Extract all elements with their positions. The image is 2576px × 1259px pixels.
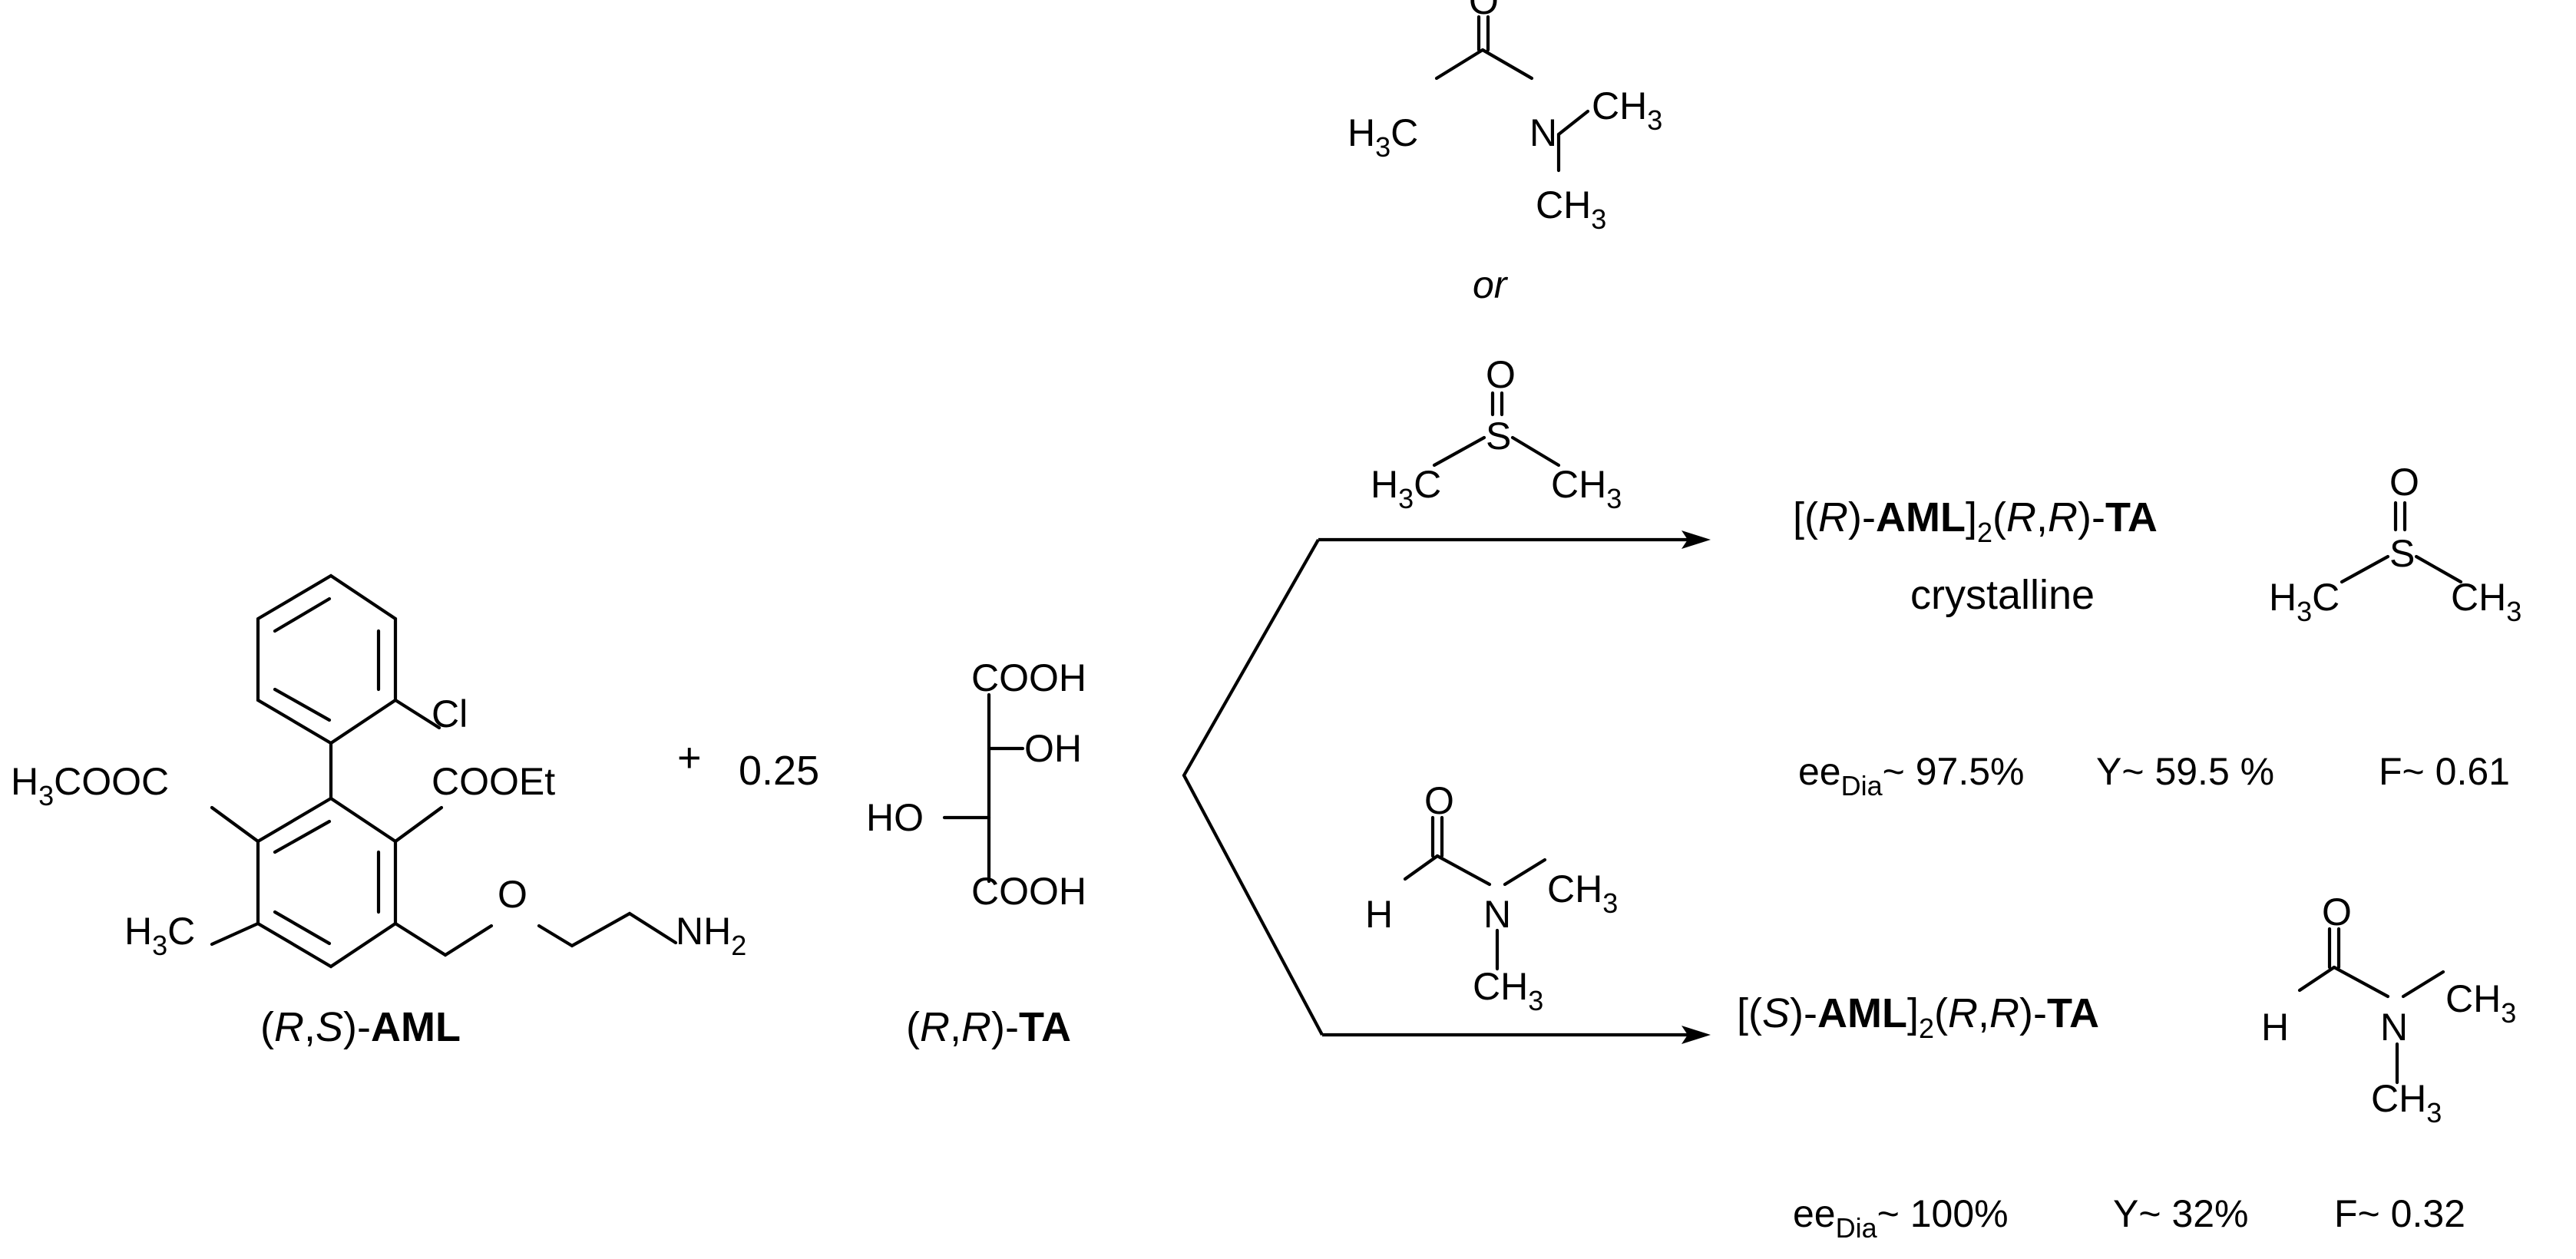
- dmf-oxygen: O: [1424, 779, 1454, 822]
- product-top-solvate-methyl-right: CH3: [2451, 576, 2521, 627]
- dmso-sulfur: S: [1486, 415, 1511, 458]
- left-ester-label: H3COOC: [11, 760, 169, 811]
- product-bottom-solvate-methyl-bottom: CH3: [2371, 1077, 2442, 1128]
- dmf-reagent-structure: O H N CH3 CH3: [1365, 779, 1618, 1016]
- product-bottom-ee: eeDia~ 100%: [1793, 1192, 2009, 1244]
- tartaric-cooh-top: COOH: [971, 656, 1086, 699]
- product-top-formula: [(R)-AML]2(R,R)-TA: [1793, 494, 2158, 548]
- dmf-methyl-bottom: CH3: [1473, 965, 1543, 1016]
- amine-label: NH2: [676, 910, 746, 961]
- product-top-solvate-methyl-left: H3C: [2269, 576, 2340, 627]
- product-bottom-solvate-hydrogen: H: [2261, 1006, 2289, 1049]
- tartaric-cooh-bottom: COOH: [971, 870, 1086, 913]
- product-bottom-solvate-nitrogen: N: [2380, 1006, 2408, 1049]
- product-bottom-formula: [(S)-AML]2(R,R)-TA: [1737, 990, 2099, 1044]
- product-top: [(R)-AML]2(R,R)-TA crystalline O S H3C C…: [1793, 461, 2521, 801]
- product-top-solvate-sulfur: S: [2389, 532, 2415, 575]
- dma-methyl-right: CH3: [1592, 84, 1662, 136]
- equivalents-label: 0.25: [739, 748, 819, 794]
- or-label: or: [1473, 263, 1509, 306]
- dma-methyl-bottom: CH3: [1536, 183, 1606, 235]
- tartaric-ho-label: HO: [866, 796, 924, 839]
- lower-arrowhead: [1682, 1026, 1711, 1044]
- plus-sign: +: [677, 735, 702, 781]
- product-bottom-f: F~ 0.32: [2334, 1192, 2465, 1235]
- right-ester-label: COOEt: [432, 760, 555, 803]
- dmf-nitrogen: N: [1483, 893, 1511, 936]
- product-bottom-solvate-methyl-right: CH3: [2445, 977, 2516, 1029]
- product-bottom: [(S)-AML]2(R,R)-TA O H N CH3 CH3 eeDia~ …: [1737, 891, 2516, 1244]
- product-top-solvate-oxygen: O: [2389, 461, 2419, 504]
- amlodipine-name: (R,S)-AML: [260, 1004, 461, 1050]
- product-bottom-solvate-oxygen: O: [2322, 891, 2352, 934]
- product-top-state: crystalline: [1910, 572, 2095, 618]
- amlodipine-structure: Cl H3COOC COOEt H3C O NH2 (R,S)-AML: [11, 573, 746, 1050]
- tartaric-acid-structure: COOH OH HO COOH (R,R)-TA: [866, 656, 1086, 1050]
- ether-chain-1: [393, 921, 494, 957]
- ether-oxygen-label: O: [498, 873, 527, 916]
- dmso-oxygen: O: [1486, 353, 1516, 396]
- right-ester-bond: [393, 805, 444, 844]
- dma-structure: O H3C N CH3 CH3: [1348, 0, 1662, 235]
- product-top-yield: Y~ 59.5 %: [2096, 750, 2274, 793]
- left-ester-bond: [210, 805, 260, 844]
- branch-line: [1182, 538, 1324, 1036]
- methyl-bond: [210, 921, 260, 947]
- product-top-ee: eeDia~ 97.5%: [1798, 750, 2025, 801]
- dma-c-n-bond: [1480, 48, 1534, 81]
- dmso-methyl-left: H3C: [1371, 463, 1441, 514]
- chlorine-label: Cl: [432, 692, 468, 735]
- reaction-arrows: [1182, 530, 1711, 1044]
- tartaric-name: (R,R)-TA: [906, 1004, 1071, 1050]
- methyl-label: H3C: [124, 910, 195, 961]
- product-bottom-yield: Y~ 32%: [2113, 1192, 2249, 1235]
- product-top-f: F~ 0.61: [2379, 750, 2510, 793]
- dma-oxygen: O: [1469, 0, 1499, 22]
- ether-chain-2: [537, 911, 678, 948]
- tartaric-oh-label: OH: [1024, 727, 1082, 770]
- upper-arrowhead: [1682, 530, 1711, 549]
- dmso-reagent-structure: O S H3C CH3: [1371, 353, 1622, 514]
- dma-methyl-left: H3C: [1348, 111, 1418, 163]
- dmf-methyl-right: CH3: [1547, 867, 1618, 919]
- c-cl-bond: [393, 698, 441, 730]
- dma-nitrogen: N: [1529, 111, 1557, 154]
- dma-c-c-bond: [1434, 48, 1485, 81]
- dmf-hydrogen: H: [1365, 893, 1393, 936]
- dmso-methyl-right: CH3: [1551, 463, 1622, 514]
